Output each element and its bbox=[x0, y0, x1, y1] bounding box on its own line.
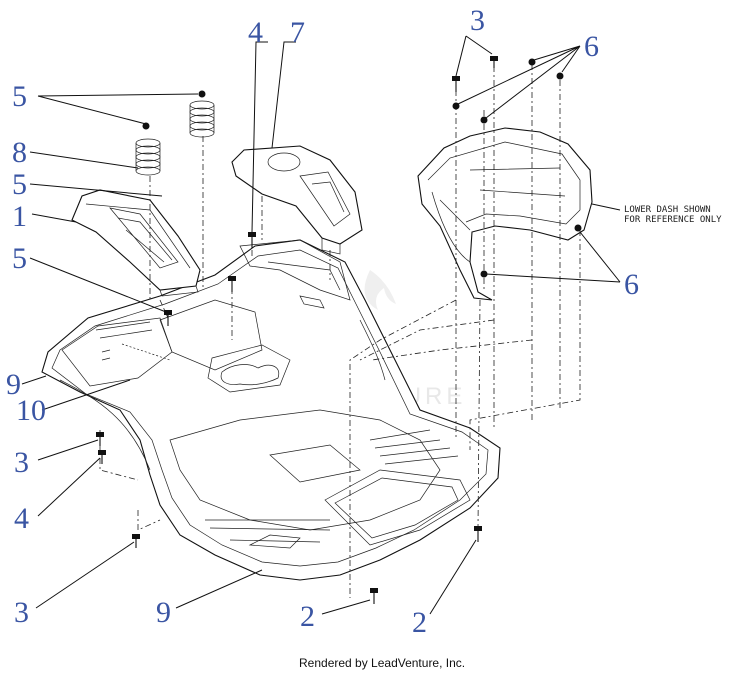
nut-icon bbox=[452, 102, 460, 110]
assembly-lines bbox=[99, 64, 581, 598]
fender-deck bbox=[41, 239, 501, 581]
nut-icon bbox=[574, 224, 582, 232]
screw-icon bbox=[474, 526, 482, 542]
nut-icon bbox=[480, 270, 488, 278]
callout-4-top: 4 bbox=[248, 16, 263, 49]
screw-icon bbox=[198, 90, 206, 98]
callout-8: 8 bbox=[12, 136, 27, 169]
callout-5-b: 5 bbox=[12, 168, 27, 201]
cup-holder-console bbox=[231, 145, 363, 255]
reference-note: LOWER DASH SHOWN FOR REFERENCE ONLY bbox=[624, 205, 722, 225]
callout-5-c: 5 bbox=[12, 242, 27, 275]
spring-right bbox=[189, 100, 215, 138]
screw-icon bbox=[248, 232, 256, 248]
nut-icon bbox=[528, 58, 536, 66]
screw-icon bbox=[490, 56, 498, 68]
callout-1: 1 bbox=[12, 200, 27, 233]
spring-left bbox=[135, 138, 161, 176]
screw-icon bbox=[370, 588, 378, 604]
note-line-1: LOWER DASH SHOWN bbox=[624, 205, 711, 215]
screw-icon bbox=[164, 310, 172, 326]
callout-6-right: 6 bbox=[624, 268, 639, 301]
springs bbox=[135, 90, 215, 176]
callout-3-bottom: 3 bbox=[14, 596, 29, 629]
callout-2-right: 2 bbox=[412, 606, 427, 639]
callout-3-left: 3 bbox=[14, 446, 29, 479]
callout-3-top: 3 bbox=[470, 4, 485, 37]
callout-2-mid: 2 bbox=[300, 600, 315, 633]
callout-6-top: 6 bbox=[584, 30, 599, 63]
screw-icon bbox=[142, 122, 150, 130]
render-credit: Rendered by LeadVenture, Inc. bbox=[299, 656, 465, 670]
nut-icon bbox=[556, 72, 564, 80]
seat-pad bbox=[71, 189, 201, 297]
callout-9-bottom: 9 bbox=[156, 596, 171, 629]
nut-icon bbox=[480, 116, 488, 124]
callout-4-left: 4 bbox=[14, 502, 29, 535]
callout-7-top: 7 bbox=[290, 16, 305, 49]
callout-9-left: 9 bbox=[6, 368, 21, 401]
watermark-flame-icon bbox=[364, 270, 396, 310]
screw-icon bbox=[132, 534, 140, 548]
hardware bbox=[96, 56, 582, 604]
screw-icon bbox=[228, 276, 236, 292]
note-line-2: FOR REFERENCE ONLY bbox=[624, 215, 722, 225]
callout-5-a: 5 bbox=[12, 80, 27, 113]
leader-lines bbox=[21, 35, 621, 615]
screw-icon bbox=[452, 76, 460, 92]
screw-icon bbox=[98, 450, 106, 464]
screw-icon bbox=[96, 432, 104, 446]
lower-dash-reference bbox=[417, 127, 593, 301]
callout-10: 10 bbox=[16, 394, 46, 427]
callout-numbers: 3 4 7 6 5 8 5 1 5 6 9 10 3 4 3 9 2 2 bbox=[6, 4, 639, 639]
